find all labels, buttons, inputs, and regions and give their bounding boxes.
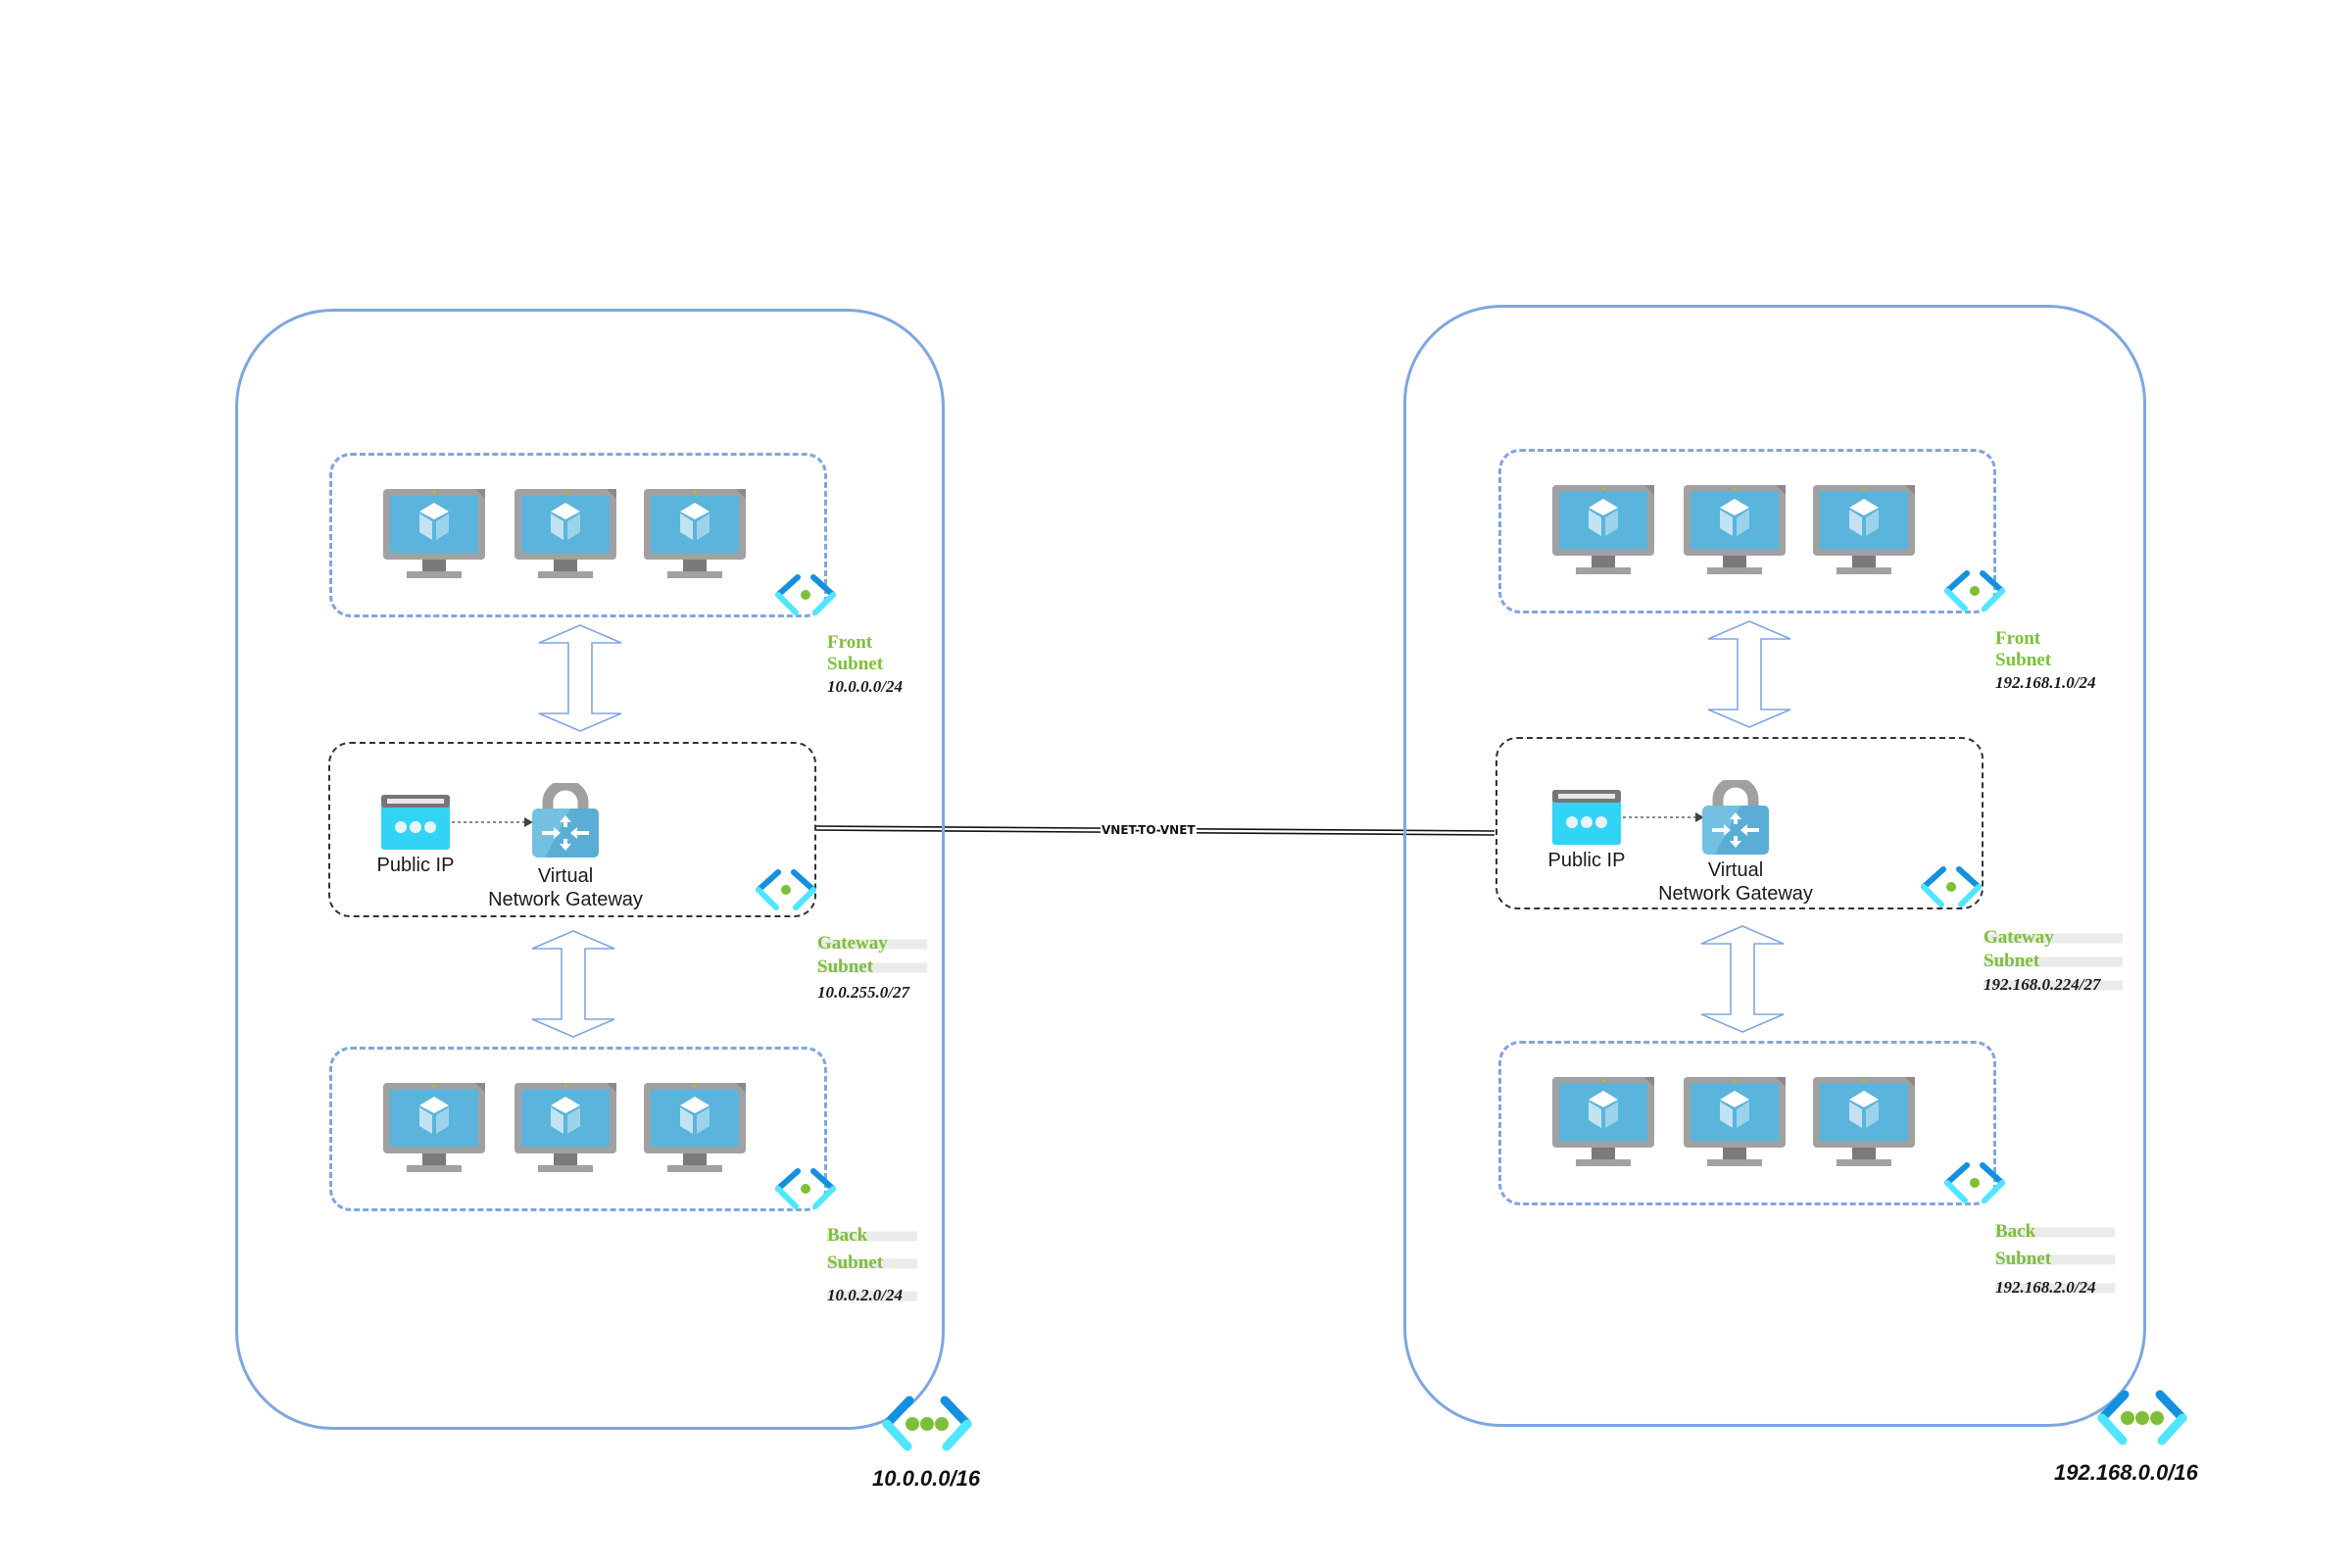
front-subnet-cidr: 192.168.1.0/24 bbox=[1995, 673, 2096, 692]
public-ip-label: Public IP bbox=[1547, 850, 1626, 871]
public-ip-label: Public IP bbox=[376, 855, 455, 876]
public-ip-icon[interactable] bbox=[1552, 790, 1621, 845]
vm-icon[interactable] bbox=[514, 489, 616, 583]
vnet-cidr-right: 192.168.0.0/16 bbox=[2054, 1460, 2198, 1485]
vm-icon[interactable] bbox=[1684, 485, 1786, 579]
vm-icon[interactable] bbox=[1813, 1077, 1915, 1171]
subnet-icon bbox=[752, 869, 820, 910]
vm-icon[interactable] bbox=[383, 489, 485, 583]
front-subnet-left[interactable] bbox=[329, 453, 827, 617]
gateway-subnet-cidr: 192.168.0.224/27 bbox=[1984, 974, 2123, 996]
vm-icon[interactable] bbox=[644, 1083, 746, 1177]
subnet-icon bbox=[771, 574, 840, 615]
virtual-network-icon bbox=[880, 1396, 974, 1454]
back-subnet-cidr: 192.168.2.0/24 bbox=[1995, 1277, 2115, 1298]
front-subnet-cidr: 10.0.0.0/24 bbox=[827, 677, 903, 696]
vm-icon[interactable] bbox=[383, 1083, 485, 1177]
vm-icon[interactable] bbox=[1684, 1077, 1786, 1171]
back-subnet-cidr: 10.0.2.0/24 bbox=[827, 1285, 917, 1306]
public-ip-icon[interactable] bbox=[381, 795, 450, 850]
vm-icon[interactable] bbox=[1552, 1077, 1654, 1171]
virtual-network-gateway-icon[interactable] bbox=[531, 783, 600, 858]
vnet-cidr-left: 10.0.0.0/16 bbox=[872, 1466, 981, 1491]
vm-icon[interactable] bbox=[1813, 485, 1915, 579]
vnet-left[interactable] bbox=[235, 309, 945, 1430]
back-subnet-right[interactable] bbox=[1498, 1041, 1996, 1205]
gateway-subnet-cidr: 10.0.255.0/27 bbox=[817, 983, 909, 1002]
subnet-icon bbox=[1940, 570, 2009, 612]
double-arrow-icon bbox=[1697, 924, 1788, 1034]
virtual-network-gateway-icon[interactable] bbox=[1701, 780, 1770, 855]
dotted-arrow bbox=[452, 817, 533, 827]
vm-icon[interactable] bbox=[1552, 485, 1654, 579]
subnet-icon bbox=[1940, 1162, 2009, 1203]
vm-icon[interactable] bbox=[514, 1083, 616, 1177]
virtual-network-icon bbox=[2095, 1390, 2189, 1448]
vm-icon[interactable] bbox=[644, 489, 746, 583]
vnet-right[interactable] bbox=[1403, 305, 2146, 1427]
dotted-arrow bbox=[1623, 812, 1704, 822]
subnet-icon bbox=[1917, 866, 1985, 907]
connection-label: VNET-TO-VNET bbox=[1101, 823, 1197, 837]
double-arrow-icon bbox=[528, 929, 618, 1039]
front-subnet-right[interactable] bbox=[1498, 449, 1996, 613]
back-subnet-left[interactable] bbox=[329, 1047, 827, 1211]
subnet-icon bbox=[771, 1168, 840, 1209]
double-arrow-icon bbox=[535, 623, 625, 733]
double-arrow-icon bbox=[1704, 619, 1794, 729]
